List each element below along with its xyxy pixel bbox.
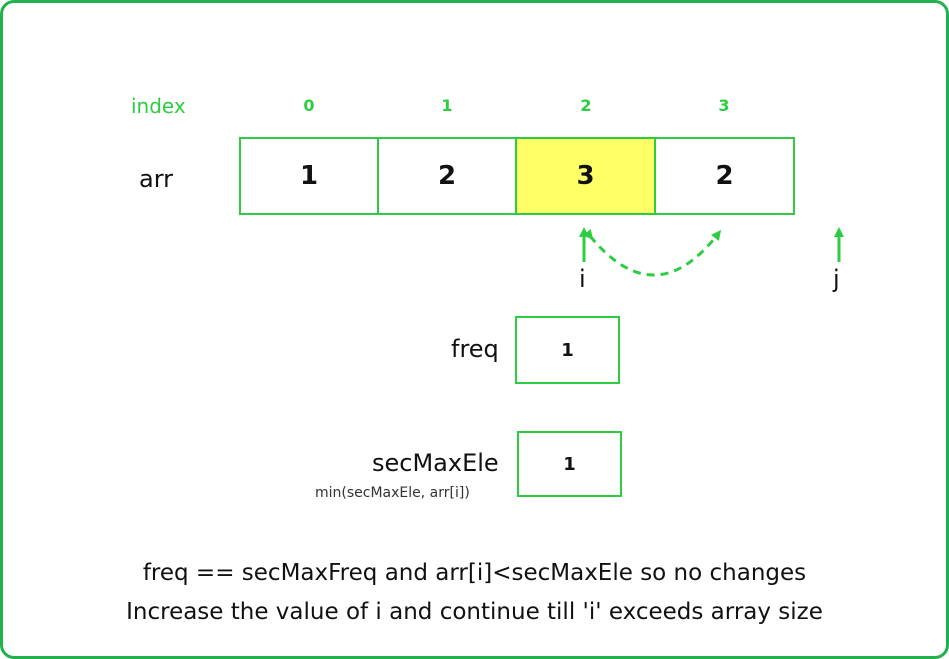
pointer-j-label: j [833, 265, 840, 293]
message-line-2: Increase the value of i and continue til… [126, 599, 823, 625]
secmaxele-box: 1 [517, 431, 622, 497]
index-label: index [131, 94, 186, 118]
message-line-1: freq == secMaxFreq and arr[i]<secMaxEle … [142, 560, 807, 586]
array-cell-2: 3 [515, 137, 656, 215]
index-3: 3 [718, 96, 730, 115]
pointer-i-label: i [579, 265, 586, 293]
index-0: 0 [303, 96, 315, 115]
index-1: 1 [441, 96, 453, 115]
index-2: 2 [580, 96, 592, 115]
array-cell-0: 1 [239, 137, 379, 215]
arr-label: arr [139, 165, 174, 193]
freq-box: 1 [515, 316, 620, 384]
i-move-curved-arrow [582, 228, 722, 277]
freq-label: freq [451, 335, 499, 363]
secmaxele-label: secMaxEle [372, 449, 499, 477]
secmaxele-note: min(secMaxEle, arr[i]) [315, 485, 470, 501]
array-cell-3: 2 [654, 137, 795, 215]
